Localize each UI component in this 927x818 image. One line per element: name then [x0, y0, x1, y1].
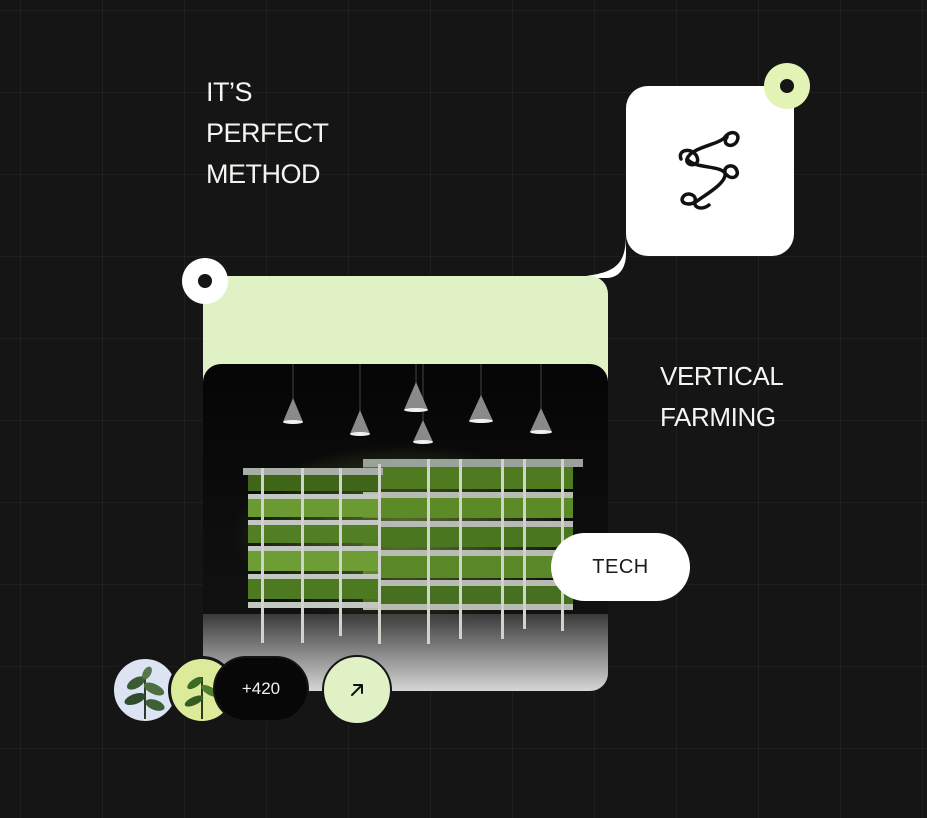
headline-line-1: IT’S: [206, 77, 253, 107]
headline: IT’S PERFECT METHOD: [206, 72, 329, 195]
open-button[interactable]: [322, 655, 392, 725]
plant-avatar-icon: [124, 666, 165, 719]
tech-tag-button[interactable]: TECH: [551, 533, 690, 601]
members-count-badge[interactable]: +420: [213, 656, 309, 722]
card-connector: [586, 234, 626, 278]
target-dot-icon: [182, 258, 228, 304]
subhead-line-2: FARMING: [660, 402, 776, 432]
subhead: VERTICAL FARMING: [660, 356, 784, 438]
headline-line-2: PERFECT: [206, 118, 329, 148]
knot-logo-icon: [678, 130, 740, 210]
arrow-up-right-icon: [351, 684, 363, 696]
avatar[interactable]: [111, 656, 179, 724]
target-dot-icon: [764, 63, 810, 109]
logo-card[interactable]: [626, 86, 794, 256]
subhead-line-1: VERTICAL: [660, 361, 784, 391]
vertical-farm-photo: [203, 364, 608, 691]
headline-line-3: METHOD: [206, 159, 320, 189]
